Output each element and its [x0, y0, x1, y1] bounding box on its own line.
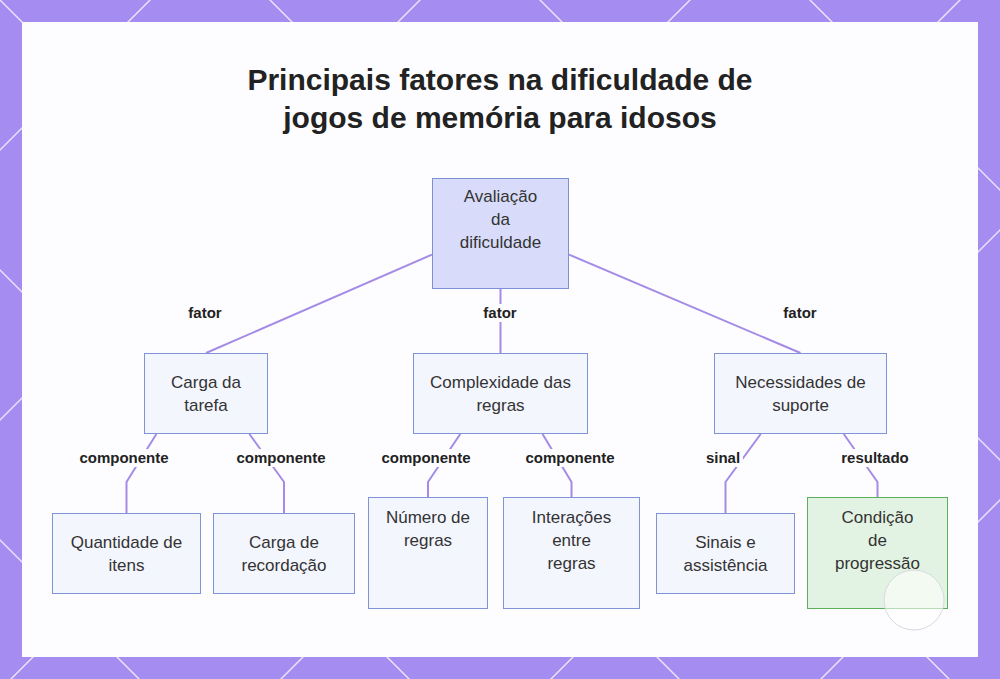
process-box: Carga da tarefa	[144, 353, 268, 434]
box-label: Interações entre regras	[529, 506, 614, 575]
diagram-title: Principais fatores na dificuldade de jog…	[230, 61, 770, 137]
process-box: Interações entre regras	[503, 497, 640, 609]
connector-line	[127, 434, 157, 513]
process-box: Complexidade das regras	[413, 353, 588, 434]
box-label: Quantidade de itens	[64, 531, 189, 577]
process-box: Quantidade de itens	[52, 513, 201, 594]
box-label: Avaliação da dificuldade	[456, 185, 546, 254]
edge-label: fator	[480, 304, 519, 322]
box-label: Necessidades de suporte	[726, 371, 876, 417]
edge-label: fator	[185, 304, 224, 322]
box-label: Número de regras	[381, 506, 476, 552]
edge-label: resultado	[838, 449, 912, 467]
connector-line	[428, 434, 460, 497]
connector-line	[206, 255, 432, 353]
edge-label: componente	[522, 449, 617, 467]
watermark-badge	[884, 570, 944, 630]
edge-label: fator	[780, 304, 819, 322]
edge-label: componente	[378, 449, 473, 467]
process-box: Avaliação da dificuldade	[432, 178, 569, 289]
process-box: Número de regras	[368, 497, 488, 609]
connector-line	[726, 434, 761, 513]
edge-label: sinal	[703, 449, 743, 467]
edge-label: componente	[76, 449, 171, 467]
edge-label: componente	[233, 449, 328, 467]
connector-line	[543, 434, 572, 497]
box-label: Complexidade das regras	[421, 371, 581, 417]
process-box: Necessidades de suporte	[714, 353, 887, 434]
box-label: Condição de progressão	[833, 506, 923, 575]
box-label: Carga de recordação	[227, 531, 342, 577]
connector-line	[500, 289, 502, 353]
process-box: Condição de progressão	[807, 497, 948, 609]
process-box: Carga de recordação	[213, 513, 355, 594]
connector-line	[569, 255, 801, 353]
content-panel	[22, 22, 978, 657]
box-label: Carga da tarefa	[159, 371, 254, 417]
box-label: Sinais e assistência	[671, 531, 781, 577]
connector-line	[844, 434, 878, 497]
connector-line	[249, 434, 284, 513]
process-box: Sinais e assistência	[656, 513, 795, 594]
